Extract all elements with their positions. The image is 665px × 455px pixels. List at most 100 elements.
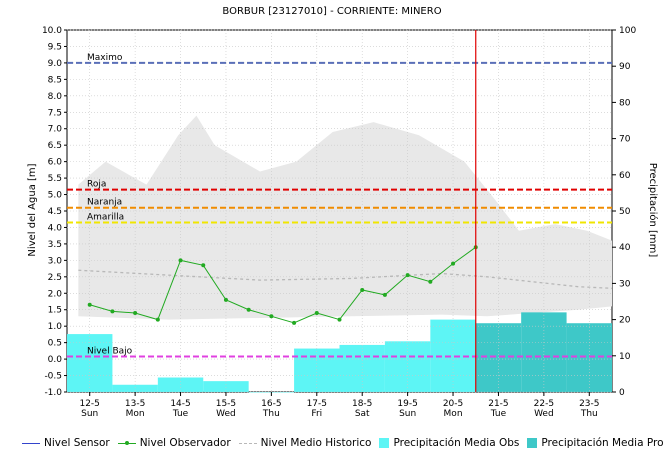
legend-label: Precipitación Media Obs — [393, 437, 520, 449]
left-tick-label: 4.0 — [48, 223, 63, 233]
observer-level-point — [110, 309, 115, 314]
left-tick-label: 3.0 — [48, 256, 63, 266]
left-tick-label: 1.5 — [48, 306, 62, 316]
observer-level-point — [451, 261, 456, 266]
legend-label: Nivel Medio Historico — [260, 437, 372, 449]
left-tick-label: 9.0 — [48, 59, 63, 69]
ref-line-label: Roja — [87, 180, 106, 190]
x-tick-date: 18-5 — [352, 399, 372, 409]
legend-swatch-icon — [238, 442, 257, 444]
observer-level-point — [405, 273, 410, 278]
legend-item: Nivel Sensor — [22, 437, 110, 449]
left-tick-label: -0.5 — [44, 372, 62, 382]
observer-level-point — [246, 307, 251, 312]
legend-label: Nivel Observador — [139, 437, 231, 449]
x-tick-date: 20-5 — [443, 399, 463, 409]
observer-level-point — [360, 287, 365, 292]
right-tick-label: 100 — [619, 26, 636, 36]
left-tick-label: 8.5 — [48, 75, 62, 85]
x-tick-date: 15-5 — [216, 399, 236, 409]
historic-mean-line — [78, 269, 613, 289]
observer-level-point — [155, 317, 160, 322]
x-tick-date: 23-5 — [579, 399, 599, 409]
x-tick-day: Mon — [126, 409, 145, 419]
x-tick-day: Tue — [490, 409, 507, 419]
x-tick-day: Tue — [172, 409, 189, 419]
legend-swatch-icon — [117, 440, 136, 445]
x-tick-day: Sat — [355, 409, 370, 419]
legend-label: Precipitación Media Pro — [541, 437, 664, 449]
legend-swatch-icon — [22, 442, 40, 444]
right-tick-label: 20 — [619, 316, 631, 326]
observer-level-point — [314, 311, 319, 316]
left-tick-label: 0.0 — [48, 355, 63, 365]
observer-level-point — [337, 317, 342, 322]
precip-obs-bar — [294, 348, 340, 392]
ref-line-label: Naranja — [87, 198, 122, 208]
right-tick-label: 40 — [619, 243, 631, 253]
right-tick-label: 80 — [619, 98, 631, 108]
left-tick-label: 5.5 — [48, 174, 62, 184]
chart: BORBUR [23127010] - CORRIENTE: MINERO Ma… — [27, 6, 659, 419]
precip-obs-bar — [203, 381, 249, 392]
left-tick-label: 2.0 — [48, 289, 63, 299]
left-tick-label: 3.5 — [48, 240, 62, 250]
left-tick-label: 6.0 — [48, 158, 63, 168]
x-tick-day: Wed — [534, 409, 554, 419]
legend-label: Nivel Sensor — [44, 437, 110, 449]
x-axis-ticks: 12-5Sun13-5Mon14-5Tue15-5Wed16-5Thu17-5F… — [79, 392, 600, 419]
legend-item: Precipitación Media Obs — [379, 437, 519, 449]
observer-level-point — [178, 258, 183, 263]
observer-level-point — [87, 302, 92, 307]
x-tick-day: Mon — [444, 409, 463, 419]
observer-level-point — [269, 314, 274, 319]
right-tick-label: 50 — [619, 207, 631, 217]
precip-obs-bar — [112, 384, 158, 392]
right-tick-label: 60 — [619, 171, 631, 181]
observer-level-point — [201, 263, 206, 268]
left-tick-label: 2.5 — [48, 273, 62, 283]
legend-item: Precipitación Media Pro — [527, 437, 664, 449]
right-axis-title: Precipitación [mm] — [647, 163, 659, 258]
right-tick-label: 90 — [619, 62, 631, 72]
grid-lines — [67, 29, 612, 393]
x-tick-date: 16-5 — [261, 399, 281, 409]
x-tick-date: 17-5 — [307, 399, 327, 409]
left-tick-label: 7.5 — [48, 108, 62, 118]
legend-swatch-icon — [527, 438, 538, 448]
left-tick-label: 7.0 — [48, 125, 63, 135]
left-tick-label: 9.5 — [48, 42, 62, 52]
x-tick-date: 21-5 — [488, 399, 508, 409]
x-tick-day: Fri — [311, 409, 322, 419]
historic-range-area — [78, 115, 612, 320]
legend-item: Nivel Medio Historico — [238, 437, 372, 449]
observer-level-point — [428, 279, 433, 284]
x-tick-date: 22-5 — [534, 399, 554, 409]
ref-line-label: Amarilla — [87, 213, 124, 223]
left-axis-ticks: 10.09.59.08.58.07.57.06.56.05.55.04.54.0… — [42, 26, 67, 398]
left-tick-label: 6.5 — [48, 141, 62, 151]
ref-line-label: Maximo — [87, 53, 123, 63]
right-tick-label: 30 — [619, 279, 631, 289]
left-tick-label: 0.5 — [48, 339, 62, 349]
legend-item: Nivel Observador — [117, 437, 231, 449]
observer-level-series — [87, 245, 478, 325]
legend-dot-icon — [124, 440, 129, 445]
observer-level-line — [89, 246, 477, 324]
observer-level-point — [133, 311, 138, 316]
x-tick-date: 13-5 — [125, 399, 145, 409]
x-tick-day: Thu — [262, 409, 280, 419]
chart-title: BORBUR [23127010] - CORRIENTE: MINERO — [222, 6, 441, 17]
x-tick-day: Sun — [81, 409, 98, 419]
x-tick-date: 19-5 — [397, 399, 417, 409]
ref-line-label: Nivel Bajo — [87, 346, 133, 356]
observer-level-point — [382, 292, 387, 297]
left-tick-label: 4.5 — [48, 207, 62, 217]
left-tick-label: -1.0 — [44, 388, 62, 398]
legend: Nivel Sensor Nivel Observador Nivel Medio … — [0, 433, 665, 453]
left-tick-label: 8.0 — [48, 92, 63, 102]
left-tick-label: 10.0 — [42, 26, 62, 36]
left-tick-label: 1.0 — [48, 322, 63, 332]
